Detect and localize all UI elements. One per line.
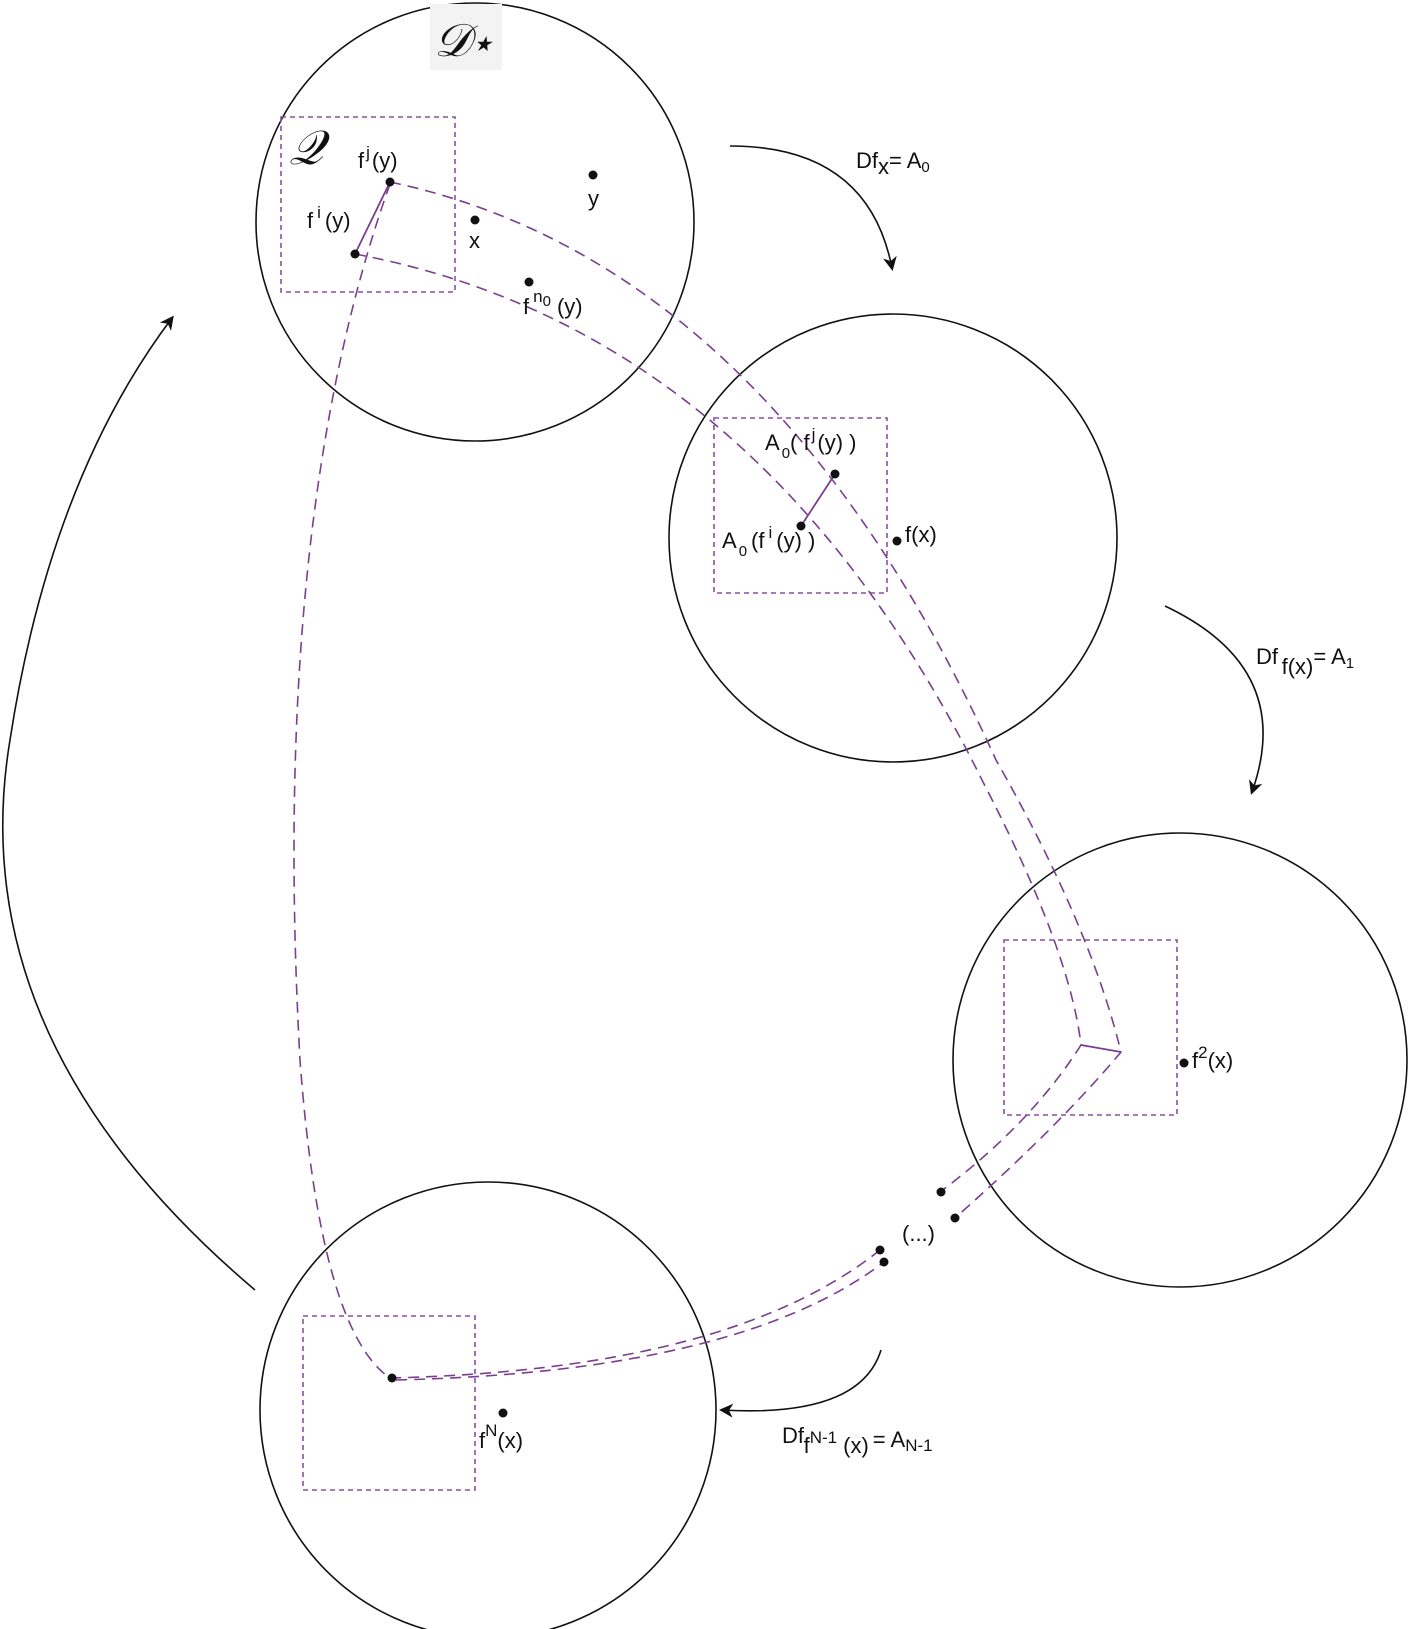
point-n-image: [387, 1373, 397, 1383]
domain-circle-top: [255, 2, 695, 442]
f2-x-label: f2(x): [1192, 1043, 1233, 1073]
point-f-x: [892, 536, 902, 546]
point-fj-y: [385, 177, 395, 187]
y-label: y: [588, 186, 599, 211]
df-fn1-label: DffN-1(x)= AN-1: [782, 1423, 933, 1458]
box-image-1: [713, 417, 888, 594]
point-orbit-b2: [879, 1257, 889, 1267]
point-f2-x: [1179, 1058, 1189, 1068]
domain-star-label: 𝒟⋆: [434, 13, 494, 67]
point-x: [470, 215, 480, 225]
segment-image-2: [1080, 1044, 1122, 1053]
point-y: [588, 170, 598, 180]
point-fn0-y: [524, 277, 534, 287]
point-a0-fj-y: [830, 469, 840, 479]
orbit-curve-n-a: [389, 1249, 881, 1379]
domain-label-background: [430, 4, 502, 70]
f-x-label: f(x): [905, 522, 937, 547]
point-fi-y: [350, 249, 360, 259]
orbit-curve-fj: [389, 181, 1122, 1219]
point-a0-fi-y: [796, 521, 806, 531]
arrow-df-fx: [1164, 605, 1264, 795]
return-curve-fj: [293, 183, 391, 1379]
domain-circle-right-lower: [952, 832, 1408, 1288]
box-q: [280, 116, 456, 293]
orbit-curve-fi: [354, 253, 1082, 1193]
segment-q: [354, 181, 391, 255]
arrow-df-fn1: [719, 1349, 882, 1418]
point-orbit-a2: [950, 1213, 960, 1223]
segment-image-1: [800, 473, 836, 527]
point-fn-x: [498, 1408, 508, 1418]
orbit-curve-n-b: [395, 1261, 885, 1381]
domain-circle-bottom: [259, 1181, 717, 1629]
arrow-df-x: [729, 145, 897, 271]
x-label: x: [469, 228, 480, 253]
fn-x-label: fN(x): [479, 1421, 523, 1453]
ellipsis-label: (...): [902, 1221, 935, 1246]
domain-circle-right-upper: [668, 313, 1118, 763]
df-x-label: Dfx= A0: [856, 148, 930, 179]
arrow-return: [1, 315, 256, 1291]
box-image-n: [302, 1315, 476, 1491]
box-image-2: [1003, 939, 1178, 1116]
q-box-label: 𝒬: [289, 120, 330, 176]
point-orbit-a1: [936, 1187, 946, 1197]
point-orbit-b1: [875, 1245, 885, 1255]
